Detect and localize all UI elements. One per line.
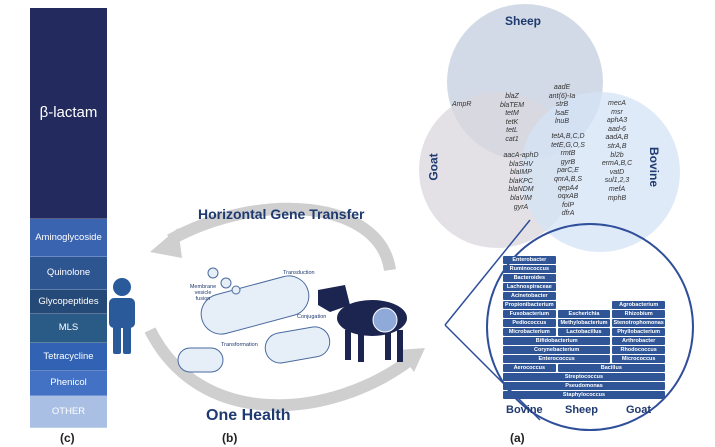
zoom-line — [444, 219, 531, 326]
bacteria-cell: Enterobacter — [503, 256, 556, 264]
one-health-arrow — [144, 327, 414, 412]
panel-label-b: (b) — [222, 431, 238, 445]
class-mls: MLS — [30, 314, 107, 343]
bacteria-cell: Ruminococcus — [503, 265, 556, 273]
zoom-line — [444, 324, 541, 421]
bacteria-cell: Pediococcus — [503, 319, 556, 327]
class-other: OTHER — [30, 395, 107, 429]
human-icon — [109, 278, 135, 354]
bacteria-cell: Methylobacterium — [557, 319, 611, 327]
class-glycopeptides: Glycopeptides — [30, 289, 107, 315]
hgt-arrow — [167, 202, 396, 272]
bacteria-cell: Agrobacterium — [612, 301, 665, 309]
bacteria-cell: Pseudomonas — [503, 382, 665, 390]
bacteria-cell: Rhizobium — [612, 310, 665, 318]
bacteria-cell: Aerococcus — [503, 364, 556, 372]
arrow-head — [150, 228, 182, 258]
bacteria-cell: Microbacterium — [503, 328, 556, 336]
bacteria-cell: Staphylococcus — [503, 391, 665, 399]
zoom-circle — [486, 223, 694, 431]
bacteria-cell: Bacteroides — [503, 274, 556, 282]
bacteria-cell: Phyllobacterium — [612, 328, 665, 336]
bacteria-cell: Arthrobacter — [612, 337, 665, 345]
column-sheep: Sheep — [565, 404, 599, 416]
mech-transduction: Transduction — [283, 270, 315, 276]
bacteria-cell: Bifidobacterium — [503, 337, 611, 345]
bacteria-table: Enterobacter Ruminococcus Bacteroides La… — [503, 256, 665, 399]
genes-sheep-goat: AmpR — [452, 101, 472, 108]
mech-transformation: Transformation — [221, 342, 258, 348]
bacteria-cell: Stenotrophomonas — [612, 319, 665, 327]
mech-conjugation: Conjugation — [297, 314, 327, 320]
bacteria-cell: Propionibacterium — [503, 301, 556, 309]
bacteria-cell: Streptococcus — [503, 373, 665, 381]
class-beta-lactam: β-lactam — [30, 8, 107, 219]
mech-vesicle: Membrane vesicle fusion — [189, 284, 217, 302]
sheep-label: Sheep — [505, 14, 542, 28]
bacteria-cell: Rhodococcus — [612, 346, 665, 354]
bovine-label: Bovine — [647, 146, 662, 188]
class-aminoglycoside: Aminoglycoside — [30, 218, 107, 258]
bacteria-cell: Bacillus — [557, 364, 665, 372]
one-health-title: One Health — [206, 407, 291, 424]
column-bovine: Bovine — [506, 404, 543, 416]
bovine-circle — [520, 92, 680, 252]
bacteria-cell: Acinetobacter — [503, 292, 556, 300]
bacteria-cell: Enterococcus — [503, 355, 611, 363]
arrow-head — [398, 348, 425, 372]
bacteria-cell: Lachnospiraceae — [503, 283, 556, 291]
panel-label-a: (a) — [510, 431, 525, 445]
bacteria-cell: Micrococcus — [612, 355, 665, 363]
bacteria-illustration — [177, 267, 331, 373]
hgt-title: Horizontal Gene Transfer — [198, 206, 365, 222]
bacteria-cell: Fusobacterium — [503, 310, 556, 318]
bacteria-cell: Corynebacterium — [503, 346, 611, 354]
class-quinolone: Quinolone — [30, 257, 107, 290]
class-tetracycline: Tetracycline — [30, 342, 107, 372]
panel-label-c: (c) — [60, 431, 75, 445]
bacteria-cell: Escherichia — [557, 310, 611, 318]
column-goat: Goat — [626, 404, 652, 416]
goat-label: Goat — [426, 153, 441, 181]
antibiotic-class-bar: β-lactam Aminoglycoside Quinolone Glycop… — [30, 8, 107, 429]
bacteria-magnifier — [372, 307, 398, 333]
bacteria-cell: Lactobacillus — [557, 328, 611, 336]
class-phenicol: Phenicol — [30, 371, 107, 396]
